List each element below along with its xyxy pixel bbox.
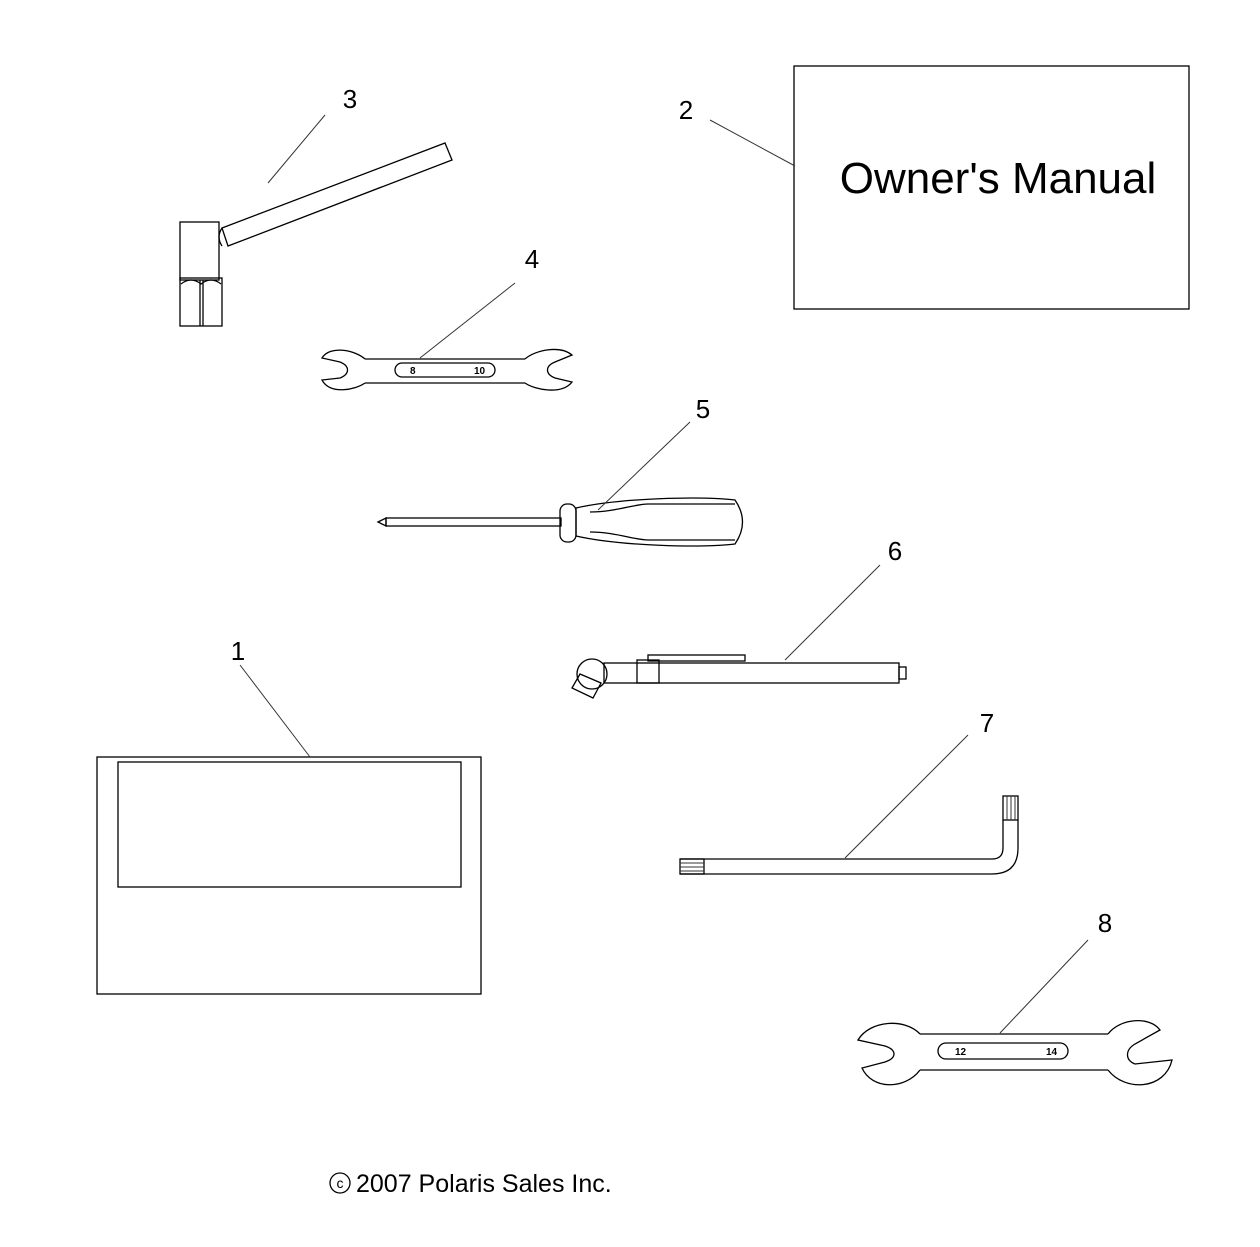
screwdriver [376, 497, 744, 547]
callout-7: 7 [980, 708, 994, 738]
callout-8: 8 [1098, 908, 1112, 938]
wrench-size-12: 12 [955, 1047, 967, 1058]
copyright-symbol: c [337, 1175, 344, 1191]
callout-6: 6 [888, 536, 902, 566]
callout-5: 5 [696, 394, 710, 424]
copyright: c 2007 Polaris Sales Inc. [329, 1170, 612, 1198]
open-end-wrench-small: 8 10 [320, 348, 574, 391]
callout-2: 2 [679, 95, 693, 125]
wrench-size-10: 10 [474, 366, 486, 377]
kit-label [96, 756, 482, 995]
wrench-size-14: 14 [1046, 1047, 1058, 1058]
callout-4: 4 [525, 244, 539, 274]
wrench-size-8: 8 [410, 366, 416, 377]
callout-1: 1 [231, 636, 245, 666]
tire-gauge [571, 654, 907, 699]
owners-manual: Owner's Manual [793, 65, 1190, 310]
spark-plug-socket [179, 142, 453, 327]
copyright-text: 2007 Polaris Sales Inc. [356, 1170, 612, 1198]
owners-manual-title: Owner's Manual [840, 154, 1157, 203]
hex-key [679, 795, 1019, 875]
open-end-wrench-large: 12 14 [856, 1019, 1173, 1086]
callout-3: 3 [343, 84, 357, 114]
